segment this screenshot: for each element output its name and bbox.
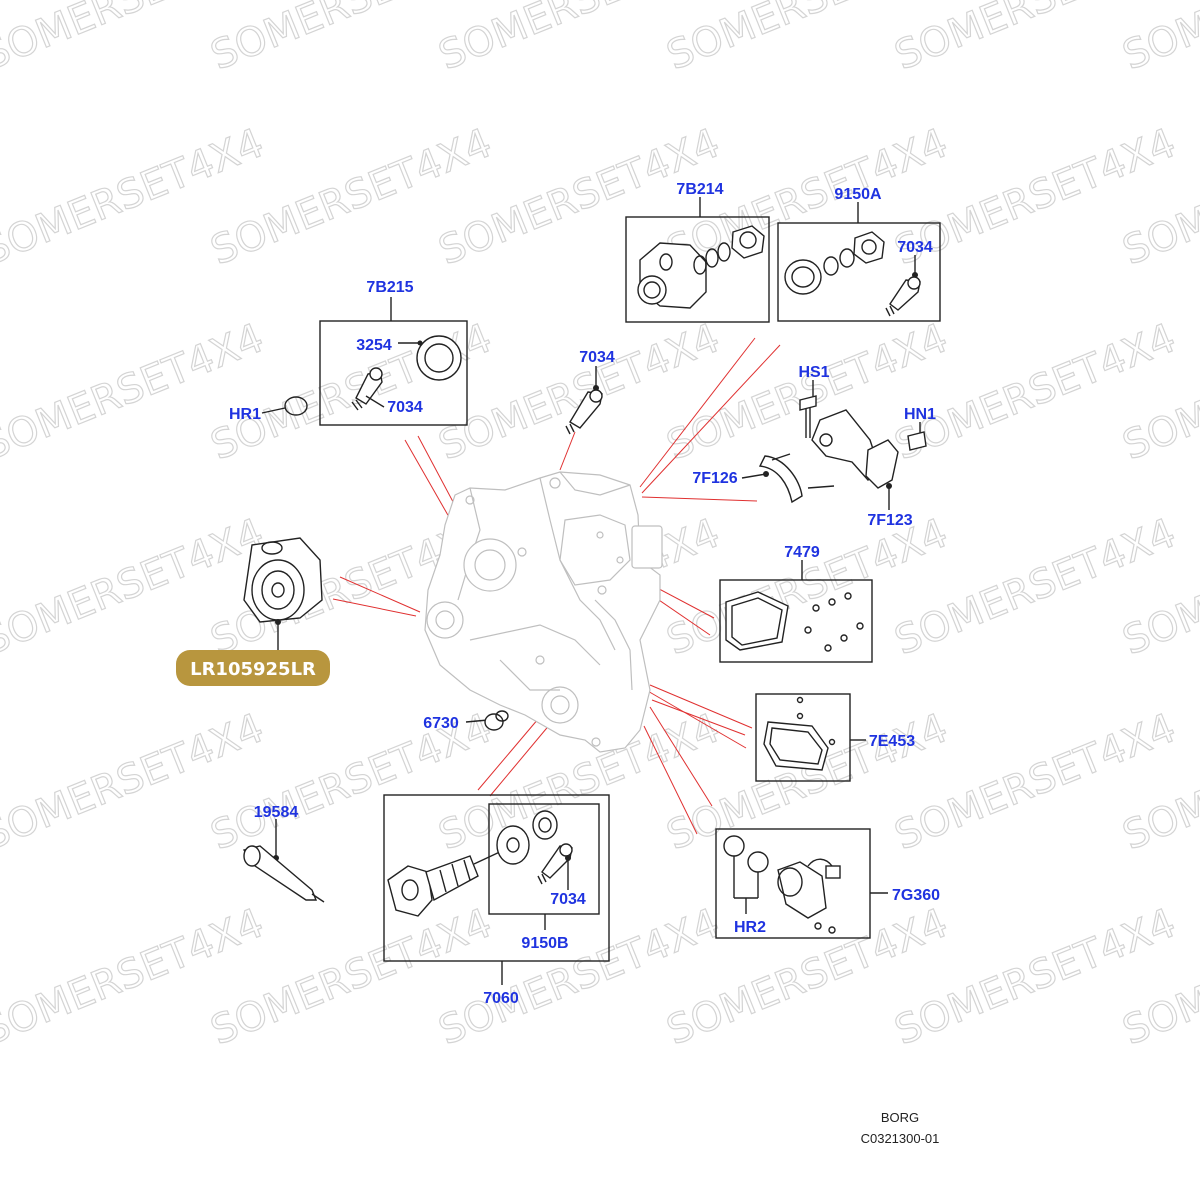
label-9150A[interactable]: 9150A (834, 186, 882, 203)
watermark-text: SOMERSET4X4 (1117, 0, 1200, 79)
badge-label: LR105925LR (190, 659, 316, 680)
oil-seal-3254 (416, 335, 462, 381)
label-7060[interactable]: 7060 (483, 990, 519, 1007)
label-HS1[interactable]: HS1 (798, 364, 829, 381)
sensor-7034-a (351, 367, 383, 411)
label-HN1[interactable]: HN1 (904, 406, 936, 423)
label-3254[interactable]: 3254 (356, 337, 392, 354)
label-7034-d[interactable]: 7034 (550, 891, 586, 908)
label-7F123[interactable]: 7F123 (867, 512, 912, 529)
box-7B215 (319, 297, 468, 426)
box-7479 (719, 560, 873, 663)
footer-line-1: BORG (881, 1110, 919, 1125)
drain-plug-6730 (465, 710, 509, 731)
label-6730[interactable]: 6730 (423, 715, 459, 732)
footer-line-2: C0321300-01 (861, 1131, 940, 1146)
box-9150A (777, 202, 941, 322)
label-19584[interactable]: 19584 (254, 804, 299, 821)
label-7F126[interactable]: 7F126 (692, 470, 737, 487)
part-number-badge[interactable]: LR105925LR (176, 650, 330, 686)
label-7034-a[interactable]: 7034 (387, 399, 423, 416)
box-7060 (383, 794, 610, 985)
box-7G360 (715, 828, 888, 939)
label-7G360[interactable]: 7G360 (892, 887, 940, 904)
label-7B214[interactable]: 7B214 (676, 181, 723, 198)
label-7034-c[interactable]: 7034 (897, 239, 933, 256)
sealant-19584 (242, 819, 325, 903)
callout-labels: 7B215 3254 7034 HR1 7034 7B214 9150A 703… (229, 181, 940, 1007)
label-9150B[interactable]: 9150B (521, 935, 568, 952)
label-7479[interactable]: 7479 (784, 544, 820, 561)
oil-pump-LR105925LR (243, 537, 323, 652)
selector-fork-group (741, 380, 927, 510)
transfer-case-assembly (424, 471, 663, 753)
label-7E453[interactable]: 7E453 (869, 733, 915, 750)
box-7B214 (625, 197, 770, 323)
label-HR1[interactable]: HR1 (229, 406, 261, 423)
o-ring-HR1 (261, 396, 308, 416)
label-HR2[interactable]: HR2 (734, 919, 766, 936)
leader-dot (417, 340, 423, 346)
box-7E453 (755, 693, 866, 782)
label-7034-b[interactable]: 7034 (579, 349, 615, 366)
sensor-7034-b (559, 366, 603, 471)
diagram-footer: BORG C0321300-01 (861, 1110, 940, 1146)
label-7B215[interactable]: 7B215 (366, 279, 413, 296)
